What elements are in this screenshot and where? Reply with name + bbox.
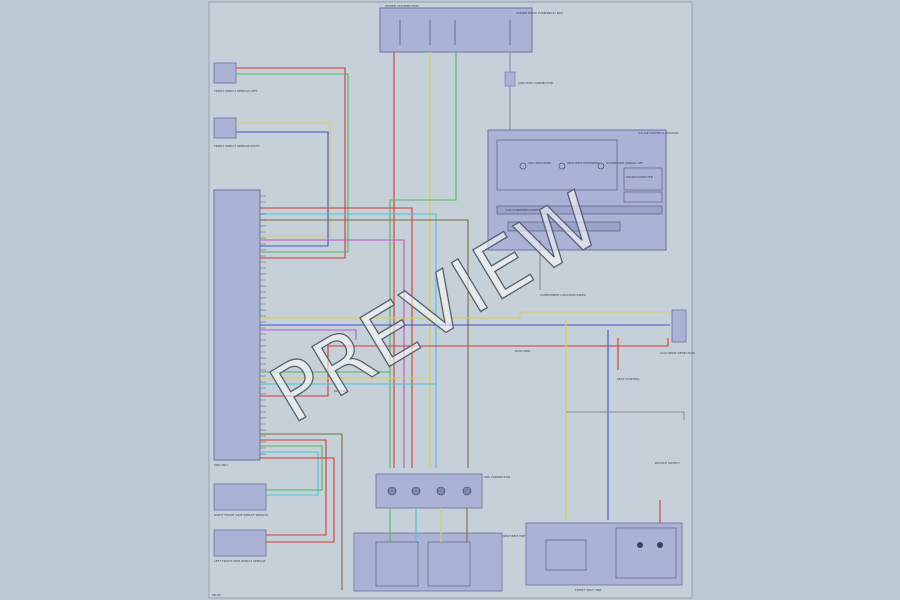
side-impact-sensor-left [213, 529, 267, 557]
wire-olive-23 [260, 433, 343, 590]
wire-cyan-26 [260, 451, 319, 496]
front-impact-sensor-right [213, 117, 237, 139]
junction-connector [504, 71, 516, 87]
wire-green-1 [236, 73, 349, 253]
wire-cyan-8 [260, 213, 437, 468]
wire-yellow-12 [260, 311, 670, 319]
gauge-label-a: SRS INDICATOR [528, 161, 551, 165]
wire-yellow-2 [236, 122, 331, 237]
wire-green-6 [389, 52, 457, 468]
wire-red-0 [236, 67, 346, 259]
wire-red-27 [260, 457, 335, 543]
front-seat-unit [525, 522, 683, 586]
srs-connector-title: SRS CONNECTOR [484, 475, 510, 479]
wire-olive-9 [260, 219, 469, 468]
gauge-title: GAUGE CONTROL MODULE [638, 131, 678, 135]
wire-blue-3 [236, 131, 329, 247]
wire-red-24 [260, 439, 327, 536]
wire-red-7 [260, 207, 413, 468]
top-box-title: POWER DISTRIBUTION [385, 4, 419, 8]
gauge-label-c: PASSENGER AIRBAG OFF [606, 161, 643, 165]
seat-control-connector [671, 309, 687, 343]
wire-green-25 [260, 445, 323, 491]
wire-group [236, 52, 685, 590]
fr-sensor-r-title: FRONT IMPACT SENSOR RIGHT [214, 144, 260, 148]
note-compass: COMPONENT LOCATION INDEX [540, 293, 586, 297]
wire-red-15 [542, 338, 669, 347]
wire-magenta-13 [260, 329, 357, 340]
underhood-title: UNDER-HOOD FUSE/RELAY BOX [516, 11, 563, 15]
note-seat-link: SEAT CONTROL [617, 377, 640, 381]
buckle-title: BUCKLE SWITCH [655, 461, 680, 465]
side-impact-sensor-right [213, 483, 267, 511]
wire-magenta-10 [260, 239, 405, 468]
fr-sensor-l-title: FRONT IMPACT SENSOR LEFT [214, 89, 258, 93]
front-seat-title: FRONT SEAT UNIT [575, 588, 602, 592]
pretensioner-title: SEAT BELT PRETENSIONERS [503, 534, 545, 538]
srs-unit-title: SRS UNIT [214, 463, 228, 467]
note-ground: GROUND [334, 389, 348, 393]
front-impact-sensor-left [213, 62, 237, 84]
side-sensor-l-title: LEFT FRONT SIDE IMPACT SENSOR [214, 559, 266, 563]
wire-red-14 [260, 345, 542, 397]
gauge-label-b: SEAT BELT REMINDER [567, 161, 599, 165]
side-sensor-r-title: RIGHT FRONT SIDE IMPACT SENSOR [214, 513, 268, 517]
wire-gray-22 [566, 411, 685, 420]
sheet-id: SB-XP [212, 593, 221, 597]
srs-unit [213, 189, 261, 461]
gauge-label-e: MICROCOMPUTER [626, 175, 653, 179]
note-data-link: DATA LINK [515, 349, 531, 353]
seat-control-title: OCCUPANT DETECTION [660, 351, 695, 355]
gauge-label-d: CAN COMMUNICATION [505, 208, 539, 212]
junction-title: JUNCTION CONNECTOR [517, 81, 553, 85]
top-distribution-box [379, 7, 533, 53]
